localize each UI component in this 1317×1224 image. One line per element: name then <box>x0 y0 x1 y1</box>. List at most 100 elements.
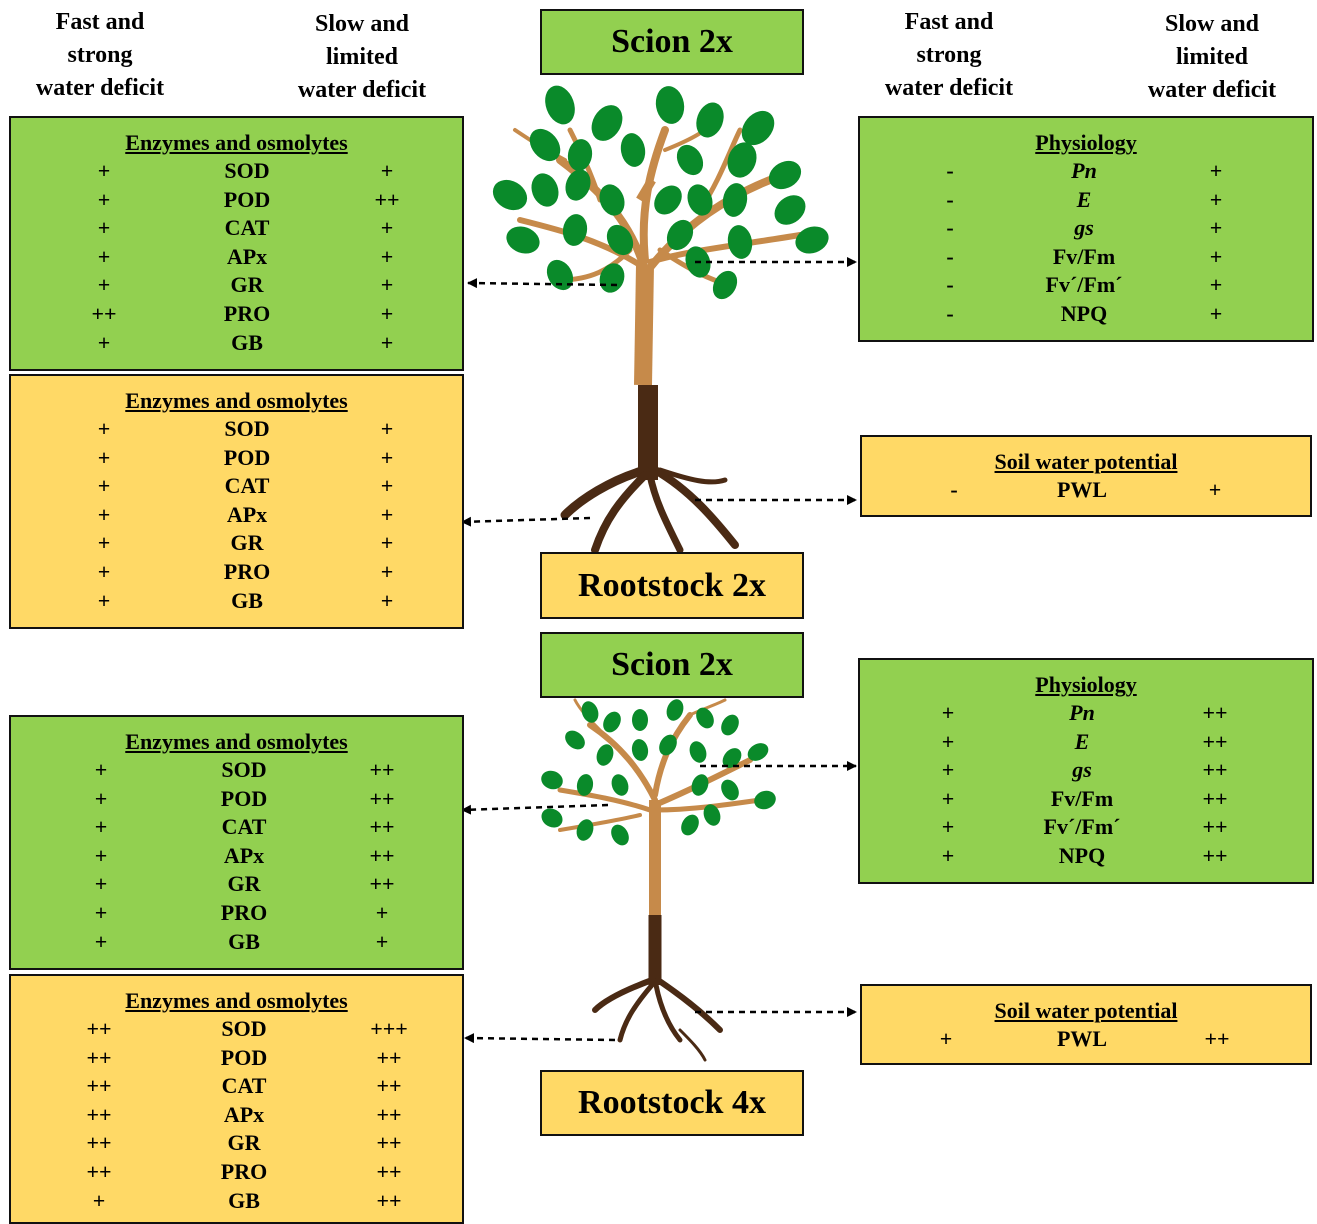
parameter-name: POD <box>223 444 271 470</box>
parameter-name: CAT <box>221 1073 267 1099</box>
value-fast: + <box>941 757 955 783</box>
value-slow: + <box>380 587 394 613</box>
header-line: limited <box>1176 44 1248 70</box>
parameter-name: E <box>1076 186 1092 212</box>
panel-row: +E++ <box>860 729 1312 758</box>
header-line: limited <box>326 44 398 70</box>
value-slow: + <box>380 243 394 269</box>
panel-row: +Fv/Fm++ <box>860 786 1312 815</box>
panel-row: +APx+ <box>11 502 462 531</box>
panel-row: ++GR++ <box>11 1130 462 1159</box>
value-slow: + <box>380 416 394 441</box>
panel-row: +gs++ <box>860 757 1312 786</box>
value-fast: - <box>946 243 954 269</box>
parameter-name: POD <box>220 1044 268 1070</box>
panel-row: +APx+ <box>11 244 462 273</box>
parameter-name: PWL <box>1056 1026 1108 1051</box>
header-line: water deficit <box>1147 77 1277 103</box>
bottom-tree-branches <box>557 698 763 832</box>
panel-row: +GB++ <box>11 1188 462 1217</box>
value-slow: + <box>380 559 394 584</box>
header-line: strong <box>67 42 133 68</box>
header-line: water deficit <box>884 75 1014 101</box>
panel-title: Soil water potential <box>994 998 1178 1023</box>
panel-bottom-root-enzymes: Enzymes and osmolytes++SOD+++++POD++++CA… <box>9 974 464 1224</box>
header-left-fast: Fast and strong water deficit <box>0 6 200 105</box>
value-slow: + <box>380 272 394 298</box>
panel-row: +GB+ <box>11 929 462 958</box>
panel-row: ++PRO++ <box>11 1159 462 1188</box>
parameter-name: PRO <box>223 559 271 584</box>
value-fast: - <box>946 158 954 183</box>
value-slow: + <box>1209 243 1223 269</box>
parameter-name: GB <box>231 329 263 355</box>
panel-row: -PWL+ <box>862 477 1310 506</box>
panel-row: +POD+ <box>11 445 462 474</box>
value-fast: - <box>946 272 954 298</box>
value-fast: + <box>97 158 111 183</box>
value-fast: + <box>97 272 111 298</box>
value-slow: ++ <box>376 1044 402 1070</box>
panel-row: -NPQ+ <box>860 301 1312 330</box>
value-fast: + <box>97 444 111 470</box>
panel-title: Enzymes and osmolytes <box>125 729 348 754</box>
panel-row: +CAT+ <box>11 215 462 244</box>
panel-row: +GR+ <box>11 530 462 559</box>
bottom-tree <box>541 698 776 1062</box>
panel-row: -Pn+ <box>860 158 1312 187</box>
value-fast: ++ <box>91 301 117 326</box>
panel-top-physiology: Physiology-Pn+-E+-gs+-Fv/Fm+-Fv´/Fm´+-NP… <box>858 116 1314 342</box>
value-slow: ++ <box>1202 757 1228 783</box>
panel-row: +APx++ <box>11 843 462 872</box>
panel-row: ++APx++ <box>11 1102 462 1131</box>
rootstock-top-label: Rootstock 2x <box>540 552 804 619</box>
panel-title: Physiology <box>1035 672 1137 697</box>
value-fast: + <box>941 728 955 754</box>
value-fast: + <box>939 1026 953 1051</box>
parameter-name: Fv/Fm <box>1052 243 1116 269</box>
value-slow: + <box>380 215 394 241</box>
value-fast: + <box>941 785 955 811</box>
value-fast: - <box>950 477 958 502</box>
value-slow: + <box>380 158 394 183</box>
value-fast: + <box>97 559 111 584</box>
header-line: Slow and <box>314 11 410 37</box>
value-slow: + <box>1209 215 1223 241</box>
parameter-name: Pn <box>1071 158 1097 183</box>
panel-row: +CAT+ <box>11 473 462 502</box>
arrows <box>461 257 857 1044</box>
parameter-name: GR <box>227 871 261 897</box>
value-slow: ++ <box>369 842 395 868</box>
value-slow: ++ <box>376 1159 402 1184</box>
arrow-bottom-scion-left <box>461 803 609 815</box>
parameter-name: APx <box>223 842 265 868</box>
value-slow: ++ <box>1202 700 1228 725</box>
panel-bottom-scion-enzymes: Enzymes and osmolytes+SOD+++POD+++CAT+++… <box>9 715 464 970</box>
value-fast: + <box>94 757 108 782</box>
panel-row: ++PRO+ <box>11 301 462 330</box>
value-slow: + <box>375 900 389 925</box>
header-right-fast: Fast and strong water deficit <box>849 6 1049 105</box>
panel-row: +SOD++ <box>11 757 462 786</box>
bottom-tree-leaves <box>541 699 776 846</box>
panel-title: Physiology <box>1035 130 1137 155</box>
value-fast: - <box>946 301 954 326</box>
value-slow: ++ <box>369 871 395 897</box>
panel-row: +GB+ <box>11 588 462 617</box>
value-fast: + <box>97 530 111 556</box>
panel-top-scion-enzymes: Enzymes and osmolytes+SOD++POD+++CAT++AP… <box>9 116 464 371</box>
parameter-name: Fv´/Fm´ <box>1043 814 1121 840</box>
panel-bottom-physiology: Physiology+Pn+++E+++gs+++Fv/Fm+++Fv´/Fm´… <box>858 658 1314 884</box>
panel-row: ++CAT++ <box>11 1073 462 1102</box>
value-slow: + <box>380 473 394 499</box>
parameter-name: GB <box>231 587 263 613</box>
panel-row: +Pn++ <box>860 700 1312 729</box>
top-tree-roots <box>560 465 739 554</box>
value-fast: + <box>97 243 111 269</box>
panel-row: +PWL++ <box>862 1026 1310 1055</box>
value-slow: ++ <box>376 1101 402 1127</box>
value-fast: - <box>946 215 954 241</box>
panel-row: +SOD+ <box>11 158 462 187</box>
panel-row: +GR++ <box>11 871 462 900</box>
value-fast: + <box>97 215 111 241</box>
